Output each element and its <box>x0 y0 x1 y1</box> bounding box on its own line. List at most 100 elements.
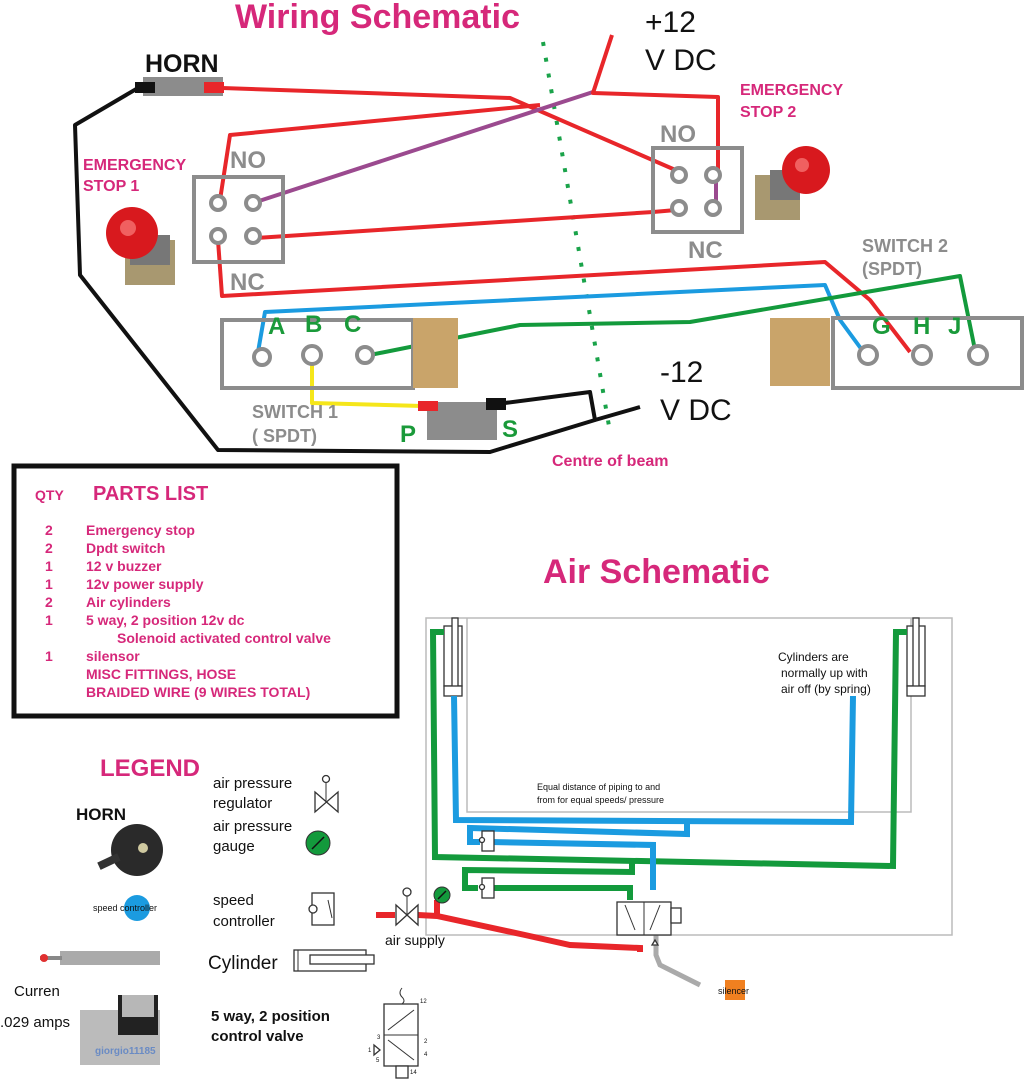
solenoid-body <box>427 402 497 440</box>
estop1-terminal <box>244 194 262 212</box>
switch2-terminal-j: J <box>948 313 961 340</box>
centre-of-beam-label: Centre of beam <box>552 453 668 470</box>
valve-port-label: 3 <box>377 1035 381 1041</box>
estop1-terminal <box>209 227 227 245</box>
parts-qty: 2 <box>45 540 53 556</box>
parts-item: Emergency stop <box>86 522 195 538</box>
valve-port-label: 4 <box>424 1052 428 1058</box>
plus-12-label: +12 <box>645 6 696 39</box>
parts-item: 12v power supply <box>86 576 204 592</box>
switch1-terminal <box>252 347 272 367</box>
minus-12-label: -12 <box>660 356 703 389</box>
air-supply-label: air supply <box>385 932 445 948</box>
solenoid-label-s: S <box>502 416 518 443</box>
switch1-terminal <box>301 344 323 366</box>
switch2-type: (SPDT) <box>862 259 922 279</box>
parts-title: PARTS LIST <box>93 483 208 505</box>
parts-qty: 2 <box>45 594 53 610</box>
switch2-terminal <box>967 344 989 366</box>
estop1-label-1: EMERGENCY <box>83 157 186 174</box>
legend-regulator-1: air pressure <box>213 775 292 792</box>
silencer-hose <box>653 935 702 988</box>
switch1-terminal-c: C <box>344 311 361 338</box>
current-label-2: .029 amps <box>0 1014 70 1031</box>
estop2-button-icon <box>755 146 830 220</box>
valve-port-label: 12 <box>420 999 427 1005</box>
switch2-photo <box>770 318 830 386</box>
current-label-1: Curren <box>14 983 60 1000</box>
legend-regulator-icon <box>314 774 339 814</box>
legend-horn-label: HORN <box>76 805 126 824</box>
valve-photo <box>80 995 160 1065</box>
legend-cylinder-label: Cylinder <box>208 953 278 974</box>
switch1-terminal <box>355 345 375 365</box>
silencer-icon <box>725 980 745 1000</box>
air-frame <box>425 617 953 936</box>
plus-vdc-label: V DC <box>645 44 717 77</box>
horn-body <box>143 77 223 96</box>
solenoid-terminal-p <box>418 401 438 411</box>
parts-list-box <box>11 463 400 719</box>
silencer-label: silencer <box>718 986 749 996</box>
estop2-label-2: STOP 2 <box>740 104 796 121</box>
parts-item: BRAIDED WIRE (9 WIRES TOTAL) <box>86 684 310 700</box>
parts-qty: 1 <box>45 576 53 592</box>
air-title: Air Schematic <box>543 553 770 591</box>
air-inner-frame <box>466 618 912 813</box>
cylinder-right-icon <box>906 617 926 697</box>
estop2-terminal <box>670 166 688 184</box>
cylinder-note-1: Cylinders are <box>778 650 849 664</box>
minus-vdc-label: V DC <box>660 394 732 427</box>
estop2-nc-label: NC <box>688 237 723 264</box>
switch1-terminal-b: B <box>305 311 322 338</box>
solenoid-terminal-s <box>486 398 506 410</box>
estop1-terminal <box>209 194 227 212</box>
estop1-no-label: NO <box>230 147 266 174</box>
parts-qty-header: QTY <box>35 487 64 503</box>
cylinder-left-icon <box>443 617 463 697</box>
cylinder-photo <box>40 951 160 965</box>
switch2-terminal-h: H <box>913 313 930 340</box>
legend-valve-1: 5 way, 2 position <box>211 1008 330 1025</box>
switch2-terminal-g: G <box>872 313 891 340</box>
wiring-title: Wiring Schematic <box>235 0 520 36</box>
cylinder-note-3: air off (by spring) <box>781 682 871 696</box>
legend-gauge-icon <box>305 830 331 856</box>
estop1-nc-label: NC <box>230 269 265 296</box>
legend-title: LEGEND <box>100 755 200 782</box>
legend-valve-2: control valve <box>211 1028 304 1045</box>
parts-item: Dpdt switch <box>86 540 165 556</box>
estop1-label-2: STOP 1 <box>83 178 139 195</box>
estop2-terminal <box>704 199 722 217</box>
valve-port-label: 14 <box>410 1070 417 1076</box>
regulator-icon <box>395 887 419 927</box>
valve-port-label: 2 <box>424 1039 428 1045</box>
horn-label: HORN <box>145 50 219 78</box>
speed-controller-icon <box>478 830 495 852</box>
estop2-terminal <box>704 166 722 184</box>
parts-qty: 1 <box>45 558 53 574</box>
valve-port-label: 5 <box>376 1058 380 1064</box>
switch2-terminal <box>911 344 933 366</box>
speed-controller-photo-label: speed controller <box>93 903 157 913</box>
piping-note-2: from for equal speeds/ pressure <box>537 795 664 805</box>
switch1-label: SWITCH 1 <box>252 402 338 422</box>
legend-speed-controller-icon <box>308 892 335 926</box>
estop1-terminal <box>244 227 262 245</box>
switch1-terminal-a: A <box>268 313 285 340</box>
control-valve-icon <box>616 901 682 946</box>
watermark: giorgio11185 <box>95 1046 156 1057</box>
estop2-terminal <box>670 199 688 217</box>
legend-gauge-1: air pressure <box>213 818 292 835</box>
estop1-button-icon <box>106 207 175 285</box>
parts-qty: 1 <box>45 648 53 664</box>
horn-terminal-negative <box>135 82 155 93</box>
legend-regulator-2: regulator <box>213 795 272 812</box>
wires <box>73 34 977 454</box>
speed-controller-icon <box>478 877 495 899</box>
estop1-contact-block <box>192 175 285 264</box>
legend-speed-controller-1: speed <box>213 892 254 909</box>
parts-qty: 1 <box>45 612 53 628</box>
